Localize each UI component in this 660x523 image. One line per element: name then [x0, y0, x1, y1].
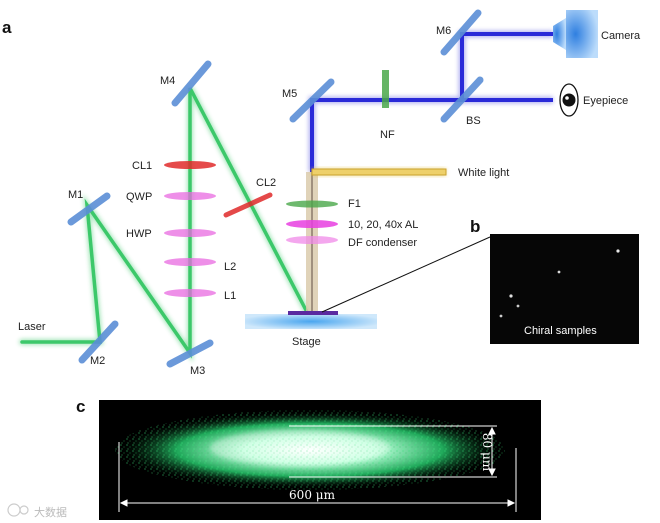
- lens-l2-label: L2: [224, 261, 236, 273]
- scale-markers: [118, 425, 517, 512]
- width-scale-label: 600 μm: [289, 488, 336, 502]
- sample-stage: [245, 311, 377, 329]
- mirror-m5: [289, 78, 335, 123]
- lens-cl1-label: CL1: [132, 160, 152, 172]
- beam-splitter: [440, 76, 484, 123]
- mirror-m3-label: M3: [190, 365, 205, 377]
- mirror-m5-label: M5: [282, 88, 297, 100]
- lens-l2: [164, 258, 216, 266]
- watermark: 大数据: [34, 505, 67, 519]
- filter-f1-label: F1: [348, 198, 361, 210]
- panel-label-a: a: [2, 18, 12, 37]
- mirror-m2-label: M2: [90, 355, 105, 367]
- wave-plate-qwp: [164, 192, 216, 200]
- lens-l1: [164, 289, 216, 297]
- camera-label: Camera: [601, 30, 641, 42]
- panel-label-c: c: [76, 397, 85, 416]
- objective-label: 10, 20, 40x AL: [348, 219, 418, 231]
- chiral-sample-spot: [499, 314, 503, 318]
- mirror-m1-label: M1: [68, 189, 83, 201]
- panel-label-b: b: [470, 217, 480, 236]
- imaging-beam-path: [308, 30, 553, 172]
- mirror-m2: [78, 320, 119, 364]
- white-light-label: White light: [458, 167, 509, 179]
- watermark-logo-icon: [7, 503, 29, 517]
- mirror-m1: [67, 192, 111, 226]
- chiral-sample-spot: [516, 304, 520, 308]
- white-light-beam: [311, 168, 447, 176]
- laser-beam-path: [19, 86, 311, 363]
- height-scale-label: 80 μm: [480, 433, 494, 472]
- inset-connector: [321, 236, 491, 313]
- beam-splitter-label: BS: [466, 115, 481, 127]
- chiral-samples-caption: Chiral samples: [524, 325, 597, 337]
- notch-filter: [382, 70, 389, 108]
- dark-field-condenser: [286, 236, 338, 244]
- mirror-m3: [166, 339, 214, 368]
- lens-cl1: [164, 161, 216, 169]
- stage-label: Stage: [292, 336, 321, 348]
- wave-plate-qwp-label: QWP: [126, 191, 152, 203]
- mirror-m4-label: M4: [160, 75, 175, 87]
- chiral-sample-spot: [557, 270, 561, 274]
- mirror-m6: [440, 9, 482, 56]
- objective-lens: [286, 220, 338, 228]
- lens-l1-label: L1: [224, 290, 236, 302]
- chiral-sample-spot: [509, 294, 513, 298]
- camera-icon: [553, 10, 598, 58]
- notch-filter-label: NF: [380, 129, 395, 141]
- wave-plate-hwp-label: HWP: [126, 228, 152, 240]
- filter-f1: [286, 200, 338, 208]
- eyepiece-icon: [559, 83, 579, 117]
- laser-label: Laser: [18, 321, 46, 333]
- mirror-m4: [171, 60, 212, 107]
- mirror-m6-label: M6: [436, 25, 451, 37]
- beam-profile-image: [99, 400, 541, 520]
- eyepiece-label: Eyepiece: [583, 95, 628, 107]
- wave-plate-hwp: [164, 229, 216, 237]
- condenser-label: DF condenser: [348, 237, 417, 249]
- chiral-sample-spot: [616, 249, 620, 253]
- dark-field-image: [490, 234, 639, 344]
- lens-cl2: [223, 192, 273, 218]
- lens-cl2-label: CL2: [256, 177, 276, 189]
